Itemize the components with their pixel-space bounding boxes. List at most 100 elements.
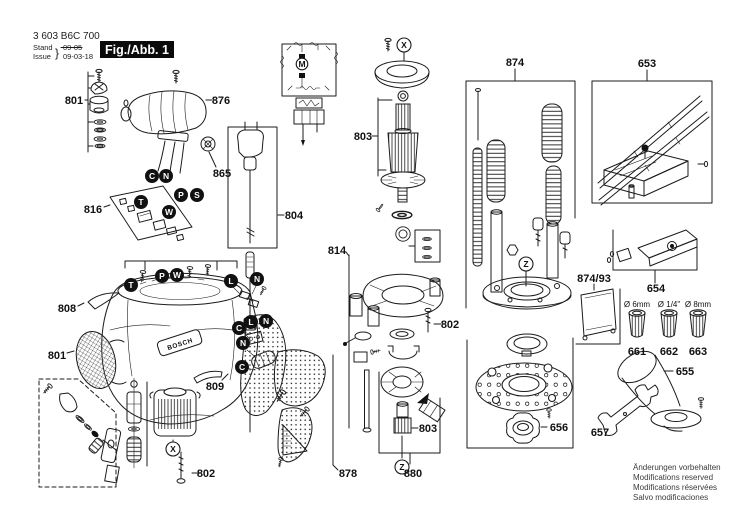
part-label-874-93: 874/93 bbox=[577, 273, 611, 285]
callout-N: N bbox=[159, 169, 173, 183]
part-label-808: 808 bbox=[58, 303, 76, 315]
part-label-803: 803 bbox=[419, 423, 437, 435]
svg-text:S: S bbox=[194, 190, 200, 200]
callout-P: P bbox=[155, 269, 169, 283]
callout-W: W bbox=[170, 268, 184, 282]
callout-Z: Z bbox=[518, 256, 534, 272]
part-label-876: 876 bbox=[212, 95, 230, 107]
svg-text:N: N bbox=[263, 316, 269, 326]
issue-label: Issue bbox=[33, 52, 51, 61]
callout-C: C bbox=[145, 169, 159, 183]
part-653-drawing bbox=[597, 95, 710, 206]
callout-N: N bbox=[259, 314, 273, 328]
callout-L: L bbox=[244, 315, 258, 329]
collets-drawing bbox=[628, 309, 707, 338]
motor-symbol: M bbox=[295, 57, 309, 71]
part-label-656: 656 bbox=[550, 422, 568, 434]
part-874-93-drawing bbox=[580, 288, 617, 341]
callout-P: P bbox=[174, 188, 188, 202]
svg-text:Z: Z bbox=[523, 259, 528, 269]
brace: } bbox=[55, 46, 59, 60]
part-801-column-drawing bbox=[84, 68, 109, 153]
product-code: 3 603 B6C 700 bbox=[33, 31, 100, 42]
left-handle-knob bbox=[75, 330, 117, 390]
part-label-663: 663 bbox=[689, 346, 707, 358]
collet-size-6mm: Ø 6mm bbox=[624, 300, 651, 309]
svg-text:W: W bbox=[165, 207, 174, 217]
part-label-804: 804 bbox=[285, 210, 304, 222]
svg-text:P: P bbox=[178, 190, 184, 200]
callout-T: T bbox=[134, 195, 148, 209]
callout-N: N bbox=[236, 336, 250, 350]
part-876-cover-drawing bbox=[120, 69, 212, 135]
part-808-809-drawing bbox=[87, 292, 223, 384]
cable-clamp-parts-drawing bbox=[232, 285, 276, 371]
group-frames bbox=[38, 68, 713, 488]
part-labels: 801 876 865 816 804 808 801 809 814 803 … bbox=[48, 57, 712, 480]
part-label-657: 657 bbox=[591, 427, 609, 439]
callout-L: L bbox=[224, 274, 238, 288]
part-label-801: 801 bbox=[65, 95, 83, 107]
svg-text:C: C bbox=[239, 362, 245, 372]
figure-label: Fig./Abb. 1 bbox=[105, 43, 169, 57]
footer-notes: Änderungen vorbehalten Modifications res… bbox=[633, 463, 721, 502]
part-label-802: 802 bbox=[197, 468, 215, 480]
callout-C: C bbox=[232, 321, 246, 335]
bosch-badge: BOSCH bbox=[156, 329, 203, 357]
part-865-drawing bbox=[157, 130, 217, 174]
svg-text:T: T bbox=[138, 197, 144, 207]
schematic-drawing: M bbox=[280, 42, 338, 146]
header: 3 603 B6C 700 Stand Issue } 09-05 09-03-… bbox=[33, 31, 174, 61]
footer-line-fr: Modifications réservées bbox=[633, 483, 717, 492]
issue-date: 09-03-18 bbox=[63, 52, 93, 61]
part-label-874: 874 bbox=[506, 57, 525, 69]
svg-text:X: X bbox=[170, 444, 176, 454]
callout-C: C bbox=[235, 360, 249, 374]
svg-text:N: N bbox=[163, 171, 169, 181]
part-656-subbase-drawing bbox=[475, 333, 573, 444]
svg-text:P: P bbox=[159, 271, 165, 281]
callout-N: N bbox=[250, 272, 264, 286]
svg-text:W: W bbox=[173, 270, 182, 280]
footer-line-es: Salvo modificaciones bbox=[633, 493, 708, 502]
svg-text:C: C bbox=[236, 323, 242, 333]
svg-text:Z: Z bbox=[399, 462, 404, 472]
motor-letter: M bbox=[298, 59, 305, 69]
part-label-878: 878 bbox=[339, 468, 357, 480]
callout-T: T bbox=[124, 278, 138, 292]
part-655-drawing bbox=[617, 350, 705, 432]
part-label-809: 809 bbox=[206, 381, 224, 393]
leader-lines bbox=[66, 99, 379, 381]
part-label-654: 654 bbox=[647, 283, 666, 295]
part-label-661: 661 bbox=[628, 346, 646, 358]
part-874-drawing bbox=[472, 88, 572, 310]
part-label-803: 803 bbox=[354, 131, 372, 143]
part-label-662: 662 bbox=[660, 346, 678, 358]
brand-logo: BOSCH bbox=[167, 337, 194, 352]
footer-line-en: Modifications reserved bbox=[633, 473, 713, 482]
part-label-880: 880 bbox=[404, 468, 422, 480]
footer-line-de: Änderungen vorbehalten bbox=[633, 463, 721, 472]
part-878-drawing bbox=[273, 349, 326, 468]
svg-text:L: L bbox=[248, 317, 253, 327]
part-label-865: 865 bbox=[213, 168, 231, 180]
part-803-armature-drawing bbox=[372, 37, 432, 260]
collet-size-quarter-inch: Ø 1/4" bbox=[658, 300, 681, 309]
part-816-switch-drawing bbox=[119, 197, 185, 242]
part-label-814: 814 bbox=[328, 245, 347, 257]
callout-S: S bbox=[190, 188, 204, 202]
part-label-816: 816 bbox=[84, 204, 102, 216]
part-label-801: 801 bbox=[48, 350, 66, 362]
part-802-stator-drawing bbox=[149, 387, 201, 484]
part-801-detail-drawing bbox=[41, 382, 122, 484]
part-label-653: 653 bbox=[638, 58, 656, 70]
part-label-802: 802 bbox=[441, 319, 459, 331]
svg-text:X: X bbox=[401, 40, 407, 50]
collet-size-8mm: Ø 8mm bbox=[685, 300, 712, 309]
svg-text:L: L bbox=[228, 276, 233, 286]
callout-Z: Z bbox=[394, 459, 410, 475]
motor-post-drawing bbox=[126, 377, 148, 469]
callout-circles: C N P S T W T P W L N C L N N C X X Z Z bbox=[124, 37, 534, 475]
svg-text:N: N bbox=[254, 274, 260, 284]
